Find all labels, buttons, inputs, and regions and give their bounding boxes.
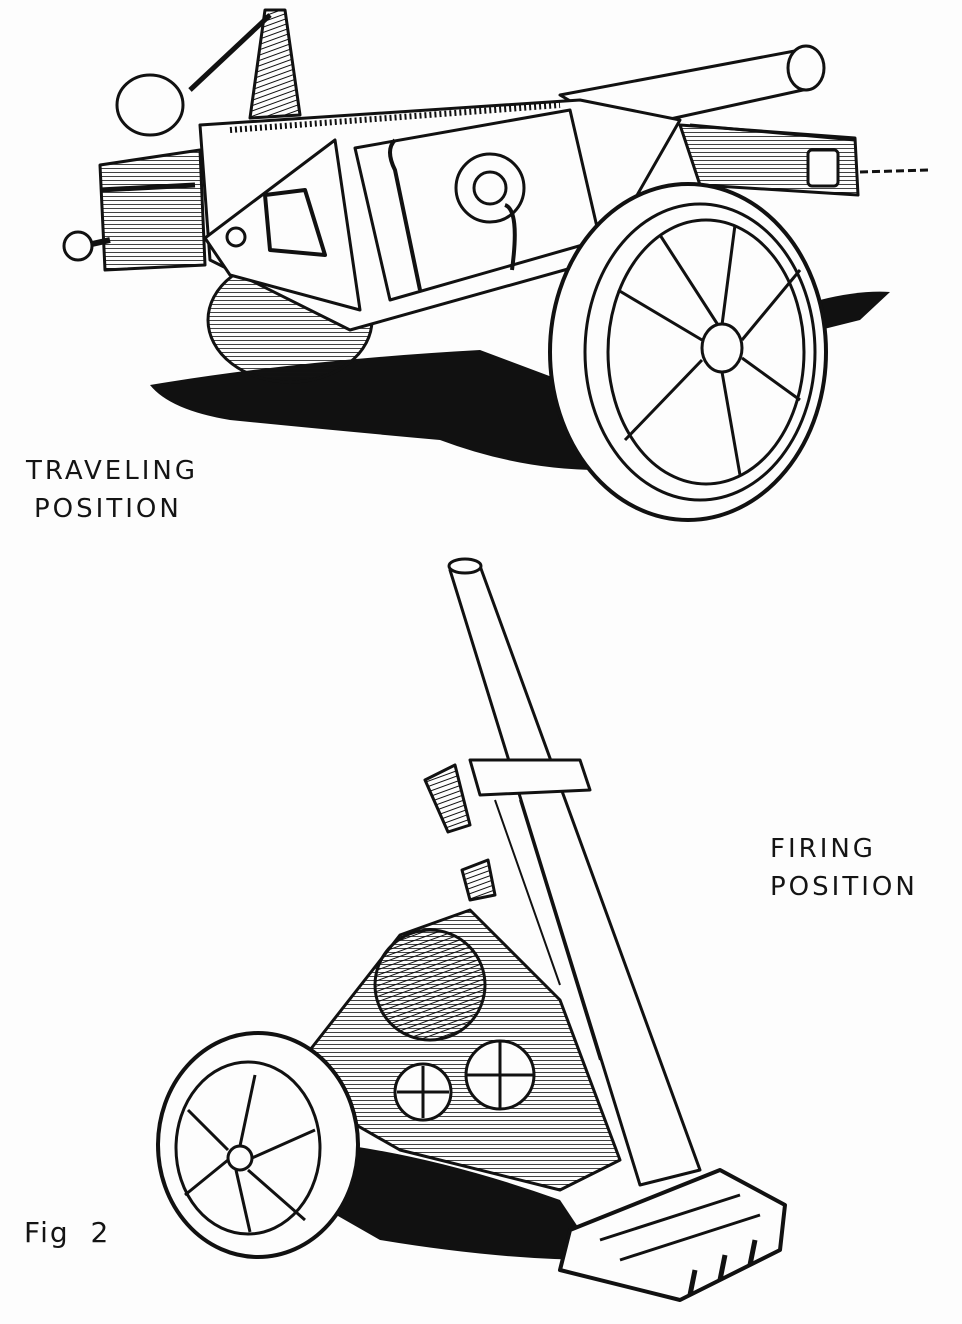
- firing-wheel: [156, 1031, 360, 1259]
- baseplate: [558, 1168, 787, 1302]
- ground-shadow: [300, 1140, 600, 1260]
- ground-shadow: [150, 350, 600, 470]
- tow-chain: [859, 168, 931, 174]
- tow-ball: [62, 230, 94, 262]
- figure-caption: Fig 2: [24, 1216, 111, 1249]
- label-line: POSITION: [770, 872, 918, 902]
- traveling-position-drawing: [62, 8, 931, 522]
- firing-position-label: FIRING POSITION: [770, 830, 918, 906]
- near-wheel: [548, 182, 828, 522]
- firing-position-drawing: [156, 557, 787, 1302]
- hitch-block: [98, 148, 207, 272]
- mortar-tube: [447, 557, 702, 1187]
- sight-block: [423, 763, 472, 834]
- traveling-position-label: TRAVELING POSITION: [26, 452, 198, 528]
- label-line: FIRING: [770, 834, 876, 864]
- handwheel: [115, 73, 185, 137]
- label-line: TRAVELING: [26, 456, 198, 486]
- ground-shadow-right: [820, 291, 890, 330]
- label-line: POSITION: [34, 494, 182, 524]
